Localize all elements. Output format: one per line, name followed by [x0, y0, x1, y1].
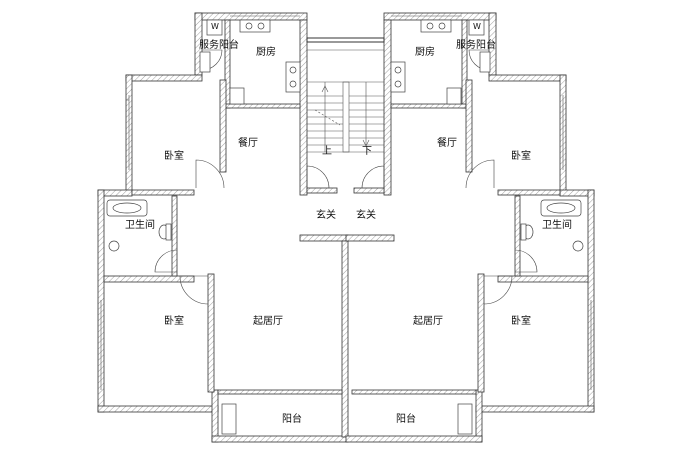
washbasin-left-icon [108, 240, 120, 252]
stairwell [306, 37, 385, 194]
fixtures [106, 19, 584, 435]
washer-left-mark: W [211, 22, 219, 31]
left-bedroom-lower-label: 卧室 [164, 316, 184, 327]
left-service-balcony-label: 服务阳台 [199, 40, 239, 51]
utility-right-icon [479, 51, 491, 73]
ac-unit-right-icon [457, 403, 473, 435]
left-kitchen-label: 厨房 [256, 47, 276, 58]
right-bathroom-label: 卫生间 [542, 220, 572, 231]
right-entry-label: 玄关 [356, 210, 376, 221]
right-unit-walls [345, 12, 595, 443]
fridge-right-icon [446, 87, 462, 105]
washer-left-icon [206, 19, 223, 36]
right-bedroom-upper-label: 卧室 [511, 151, 531, 162]
left-bathroom-label: 卫生间 [125, 220, 155, 231]
fridge-left-icon [229, 87, 245, 105]
right-balcony-label: 阳台 [396, 414, 416, 425]
right-living-label: 起居厅 [413, 316, 443, 327]
sink-left-icon [239, 19, 271, 33]
stair-treads [307, 95, 384, 146]
left-living-label: 起居厅 [253, 316, 283, 327]
right-dining-label: 餐厅 [437, 138, 457, 149]
washer-right-mark: W [473, 22, 481, 31]
sink-right-icon [420, 19, 452, 33]
stove-right-icon [390, 61, 406, 93]
stove-left-icon [285, 61, 301, 93]
left-balcony-label: 阳台 [282, 414, 302, 425]
washbasin-right-icon [572, 240, 584, 252]
stair-up-label: 上 [322, 146, 332, 157]
right-bedroom-lower-label: 卧室 [511, 316, 531, 327]
left-bedroom-upper-label: 卧室 [164, 151, 184, 162]
utility-left-icon [199, 51, 211, 73]
left-dining-label: 餐厅 [238, 138, 258, 149]
right-kitchen-label: 厨房 [415, 47, 435, 58]
left-entry-label: 玄关 [316, 210, 336, 221]
windows [97, 12, 595, 443]
right-service-balcony-label: 服务阳台 [456, 40, 496, 51]
ac-unit-left-icon [221, 403, 237, 435]
stair-down-label: 下 [362, 146, 372, 157]
washer-right-icon [468, 19, 485, 36]
